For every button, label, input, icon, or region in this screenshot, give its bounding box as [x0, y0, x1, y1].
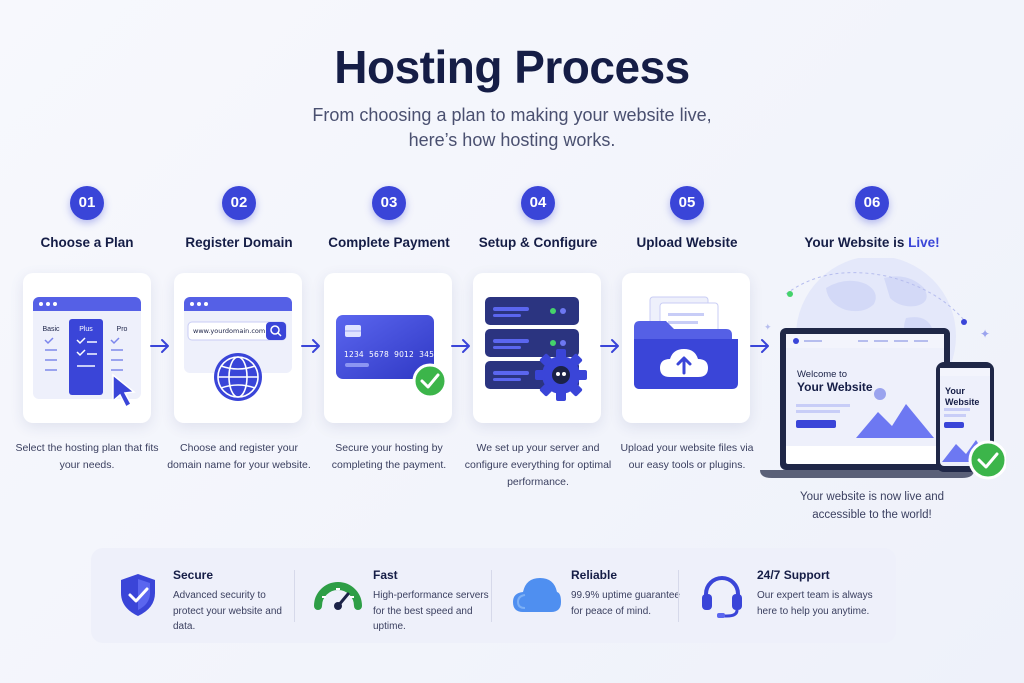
svg-text:✦: ✦ [764, 323, 772, 333]
plan-plus-label: Plus [79, 326, 93, 333]
phone-line-1: Your [945, 386, 965, 396]
upload-card [622, 273, 750, 423]
arrow-right-icon [600, 339, 619, 353]
plan-card: Basic Plus Pro [23, 273, 151, 423]
step-number-badge: 02 [222, 186, 256, 220]
step-5-header: 05 Upload Website [612, 186, 762, 250]
cloud-icon [513, 578, 561, 612]
page-title: Hosting Process [334, 41, 690, 93]
step-title-accent: Live! [908, 235, 940, 250]
feature-title: Secure [173, 568, 214, 582]
phone-line-2: Website [945, 397, 980, 407]
step-number-badge: 01 [70, 186, 104, 220]
feature-description: 99.9% uptime guarantee for peace of mind… [571, 590, 680, 617]
plan-basic-label: Basic [42, 326, 60, 333]
arrow-right-icon [750, 339, 769, 353]
card-number: 1234 5678 9012 3456 [344, 350, 440, 359]
page-subtitle: From choosing a plan to making your webs… [0, 103, 1024, 153]
feature-title: Fast [373, 568, 398, 582]
step-number-badge: 06 [855, 186, 889, 220]
svg-text:✦: ✦ [980, 327, 990, 341]
divider [491, 570, 492, 622]
website-live-illustration: ✦ ✦ [760, 258, 1006, 480]
domain-illustration [184, 297, 292, 401]
server-card [473, 273, 601, 423]
step-title-main: Your Website is [804, 235, 909, 250]
step-6-description: Your website is now live and accessible … [799, 491, 945, 521]
payment-illustration [336, 315, 448, 399]
step-number-badge: 04 [521, 186, 555, 220]
divider [294, 570, 295, 622]
step-1-header: 01 Choose a Plan [12, 186, 162, 250]
step-6-header: 06 Your Website is Live! [797, 186, 947, 250]
step-title: Setup & Configure [478, 235, 598, 250]
laptop-site-text: Your Website [797, 380, 873, 394]
step-5-description: Upload your website files via our easy t… [620, 442, 754, 471]
plan-pro-label: Pro [116, 326, 128, 333]
step-title: Complete Payment [328, 235, 450, 250]
headset-icon [702, 576, 742, 618]
step-title: Choose a Plan [40, 235, 134, 250]
server-illustration [485, 297, 587, 401]
feature-title: 24/7 Support [757, 568, 830, 582]
step-title: Upload Website [636, 235, 738, 250]
subtitle-line-1: From choosing a plan to making your webs… [312, 105, 712, 125]
step-title: Your Website is Live! [797, 235, 947, 250]
feature-description: Advanced security to protect your websit… [173, 590, 282, 632]
plan-illustration [33, 297, 141, 409]
step-2-header: 02 Register Domain [164, 186, 314, 250]
domain-card: www.yourdomain.com [174, 273, 302, 423]
step-number-badge: 03 [372, 186, 406, 220]
step-1-description: Select the hosting plan that fits your n… [15, 442, 159, 471]
feature-title: Reliable [571, 568, 618, 582]
step-number-badge: 05 [670, 186, 704, 220]
divider [678, 570, 679, 622]
subtitle-line-2: here’s how hosting works. [408, 130, 616, 150]
step-2-description: Choose and register your domain name for… [167, 442, 311, 471]
laptop-welcome-text: Welcome to [797, 369, 847, 380]
step-3-description: Secure your hosting by completing the pa… [331, 442, 447, 471]
step-title: Register Domain [185, 235, 293, 250]
arrow-right-icon [301, 339, 320, 353]
arrow-right-icon [150, 339, 169, 353]
step-3-header: 03 Complete Payment [314, 186, 464, 250]
arrow-right-icon [451, 339, 470, 353]
shield-check-icon [121, 574, 155, 616]
step-4-description: We set up your server and configure ever… [464, 442, 612, 488]
speedometer-icon [314, 582, 362, 610]
upload-illustration [634, 296, 738, 389]
payment-card: 1234 5678 9012 3456 [324, 273, 452, 423]
feature-description: High-performance servers for the best sp… [373, 590, 489, 632]
features-bar: Secure Advanced security to protect your… [91, 548, 896, 643]
step-4-header: 04 Setup & Configure [463, 186, 613, 250]
feature-description: Our expert team is always here to help y… [757, 590, 873, 617]
domain-input-text: www.yourdomain.com [193, 327, 266, 335]
